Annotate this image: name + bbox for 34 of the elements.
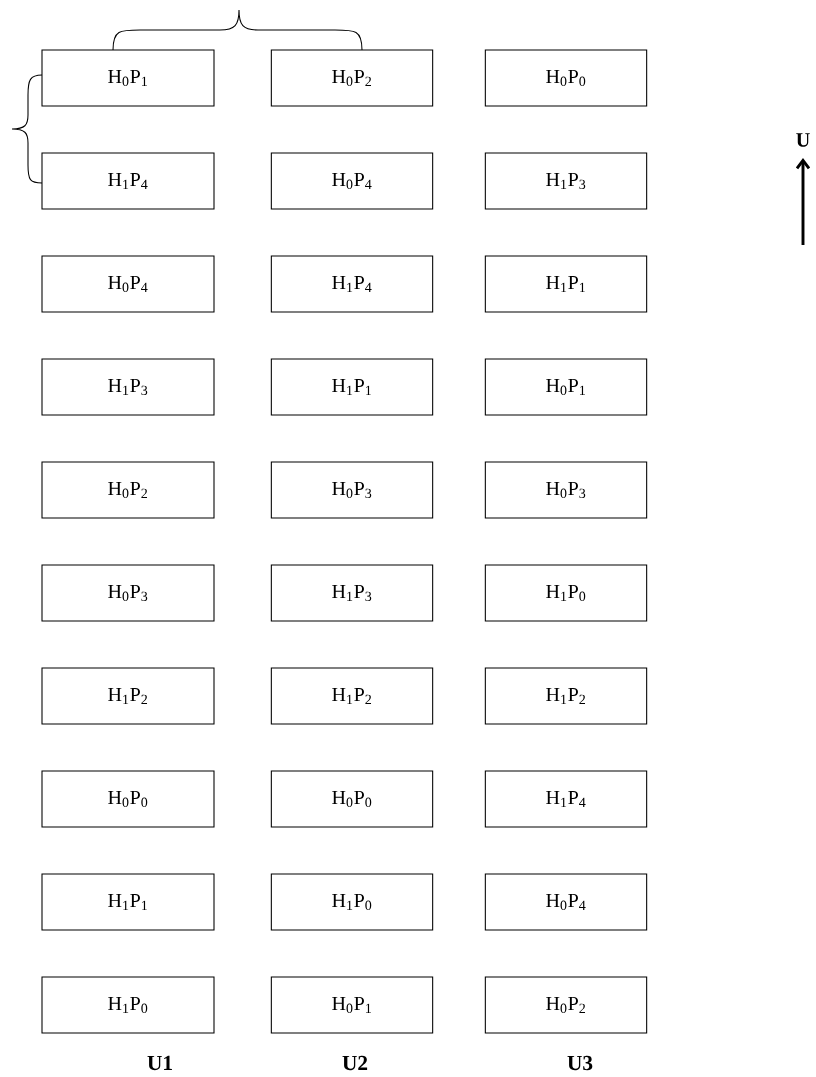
text-box: H$_{1}$P$_{4}$ (270, 255, 434, 313)
text-box: H$_{1}$P$_{3}$ (270, 564, 434, 622)
column-label: U2 (342, 1055, 368, 1071)
text-box: H$_{0}$P$_{0}$ (484, 49, 648, 107)
text-box: H$_{0}$P$_{4}$ (270, 152, 434, 210)
text-box: H$_{0}$P$_{1}$ (41, 49, 215, 107)
text-box: H$_{0}$P$_{0}$ (270, 770, 434, 828)
text-box: H$_{1}$P$_{1}$ (41, 873, 215, 931)
text-box: H$_{1}$P$_{2}$ (484, 667, 648, 725)
text-box: H$_{1}$P$_{1}$ (484, 255, 648, 313)
text-box: H$_{0}$P$_{3}$ (484, 461, 648, 519)
text-box: H$_{1}$P$_{4}$ (484, 770, 648, 828)
text-box: H$_{0}$P$_{1}$ (484, 358, 648, 416)
text-box: H$_{0}$P$_{1}$ (270, 976, 434, 1034)
text-box: H$_{1}$P$_{3}$ (41, 358, 215, 416)
axis-label: U (796, 133, 810, 147)
text-box: H$_{0}$P$_{0}$ (41, 770, 215, 828)
text-box: H$_{0}$P$_{4}$ (484, 873, 648, 931)
text-box: H$_{1}$P$_{0}$ (41, 976, 215, 1034)
text-box: H$_{1}$P$_{2}$ (270, 667, 434, 725)
text-box: H$_{0}$P$_{3}$ (41, 564, 215, 622)
text-box: H$_{0}$P$_{2}$ (41, 461, 215, 519)
column-label: U3 (567, 1055, 593, 1071)
text-box: H$_{1}$P$_{1}$ (270, 358, 434, 416)
text-box: H$_{1}$P$_{0}$ (484, 564, 648, 622)
text-box: H$_{0}$P$_{2}$ (484, 976, 648, 1034)
text-box: H$_{1}$P$_{0}$ (270, 873, 434, 931)
text-box: H$_{1}$P$_{4}$ (41, 152, 215, 210)
text-box: H$_{1}$P$_{3}$ (484, 152, 648, 210)
text-box: H$_{0}$P$_{2}$ (270, 49, 434, 107)
text-box: H$_{1}$P$_{2}$ (41, 667, 215, 725)
text-box: H$_{0}$P$_{3}$ (270, 461, 434, 519)
text-box: H$_{0}$P$_{4}$ (41, 255, 215, 313)
column-label: U1 (147, 1055, 172, 1071)
